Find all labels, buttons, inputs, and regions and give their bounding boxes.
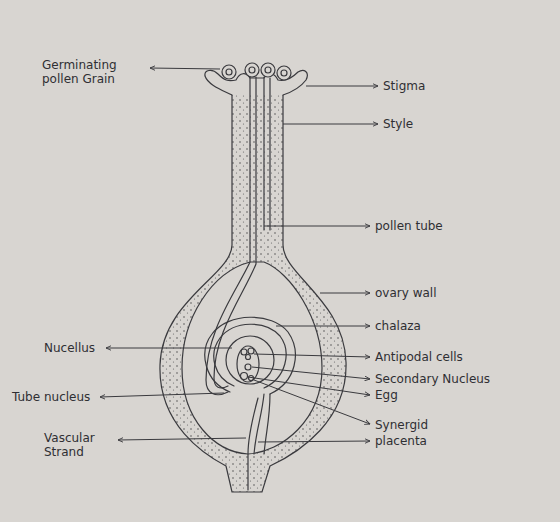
antipodal-cell xyxy=(241,349,247,355)
pollen-grain xyxy=(249,67,255,73)
ovary-wall xyxy=(160,92,346,492)
leader-line xyxy=(320,293,370,294)
part-label: Nucellus xyxy=(44,341,106,355)
part-label: Secondary Nucleus xyxy=(375,372,545,386)
pollen-grain xyxy=(245,63,259,77)
part-label: placenta xyxy=(375,434,495,448)
part-label: Style xyxy=(383,117,503,131)
pollen-tube xyxy=(269,78,270,230)
vascular-strand xyxy=(248,398,258,490)
leader-line xyxy=(283,124,378,125)
part-label: Germinating pollen Grain xyxy=(42,58,142,86)
pollen-grain xyxy=(222,65,236,79)
leader-line xyxy=(276,326,370,327)
integument xyxy=(214,324,286,388)
funicle xyxy=(264,394,270,454)
leader-line xyxy=(306,86,378,87)
pollen-grain xyxy=(281,70,287,76)
leader-line xyxy=(252,367,370,379)
pollen-grain xyxy=(226,69,232,75)
leader-line xyxy=(264,226,370,227)
leader-line xyxy=(248,377,370,395)
pollen-tube xyxy=(263,77,264,230)
pollen-grain xyxy=(265,67,271,73)
embryo-sac xyxy=(237,346,259,382)
part-label: Synergid xyxy=(375,418,495,432)
part-label: Egg xyxy=(375,388,495,402)
leader-line xyxy=(254,380,370,424)
leader-line xyxy=(254,354,370,357)
part-label: pollen tube xyxy=(375,219,515,233)
egg xyxy=(241,373,248,380)
part-label: Stigma xyxy=(383,79,503,93)
part-label: Antipodal cells xyxy=(375,350,525,364)
leader-line xyxy=(118,438,246,440)
leader-line xyxy=(150,68,220,69)
leader-line xyxy=(258,441,370,442)
leader-line xyxy=(106,348,232,349)
leader-line xyxy=(100,393,224,397)
part-label: Tube nucleus xyxy=(12,390,102,404)
part-label: ovary wall xyxy=(375,286,515,300)
secondary-nucleus xyxy=(245,364,251,370)
part-label: chalaza xyxy=(375,319,515,333)
antipodal-cell xyxy=(246,355,251,360)
pollen-grain xyxy=(261,63,275,77)
part-label: Vascular Strand xyxy=(44,431,116,459)
antipodal-cell xyxy=(248,348,254,354)
pollen-grain xyxy=(277,66,291,80)
funicle xyxy=(254,394,264,454)
